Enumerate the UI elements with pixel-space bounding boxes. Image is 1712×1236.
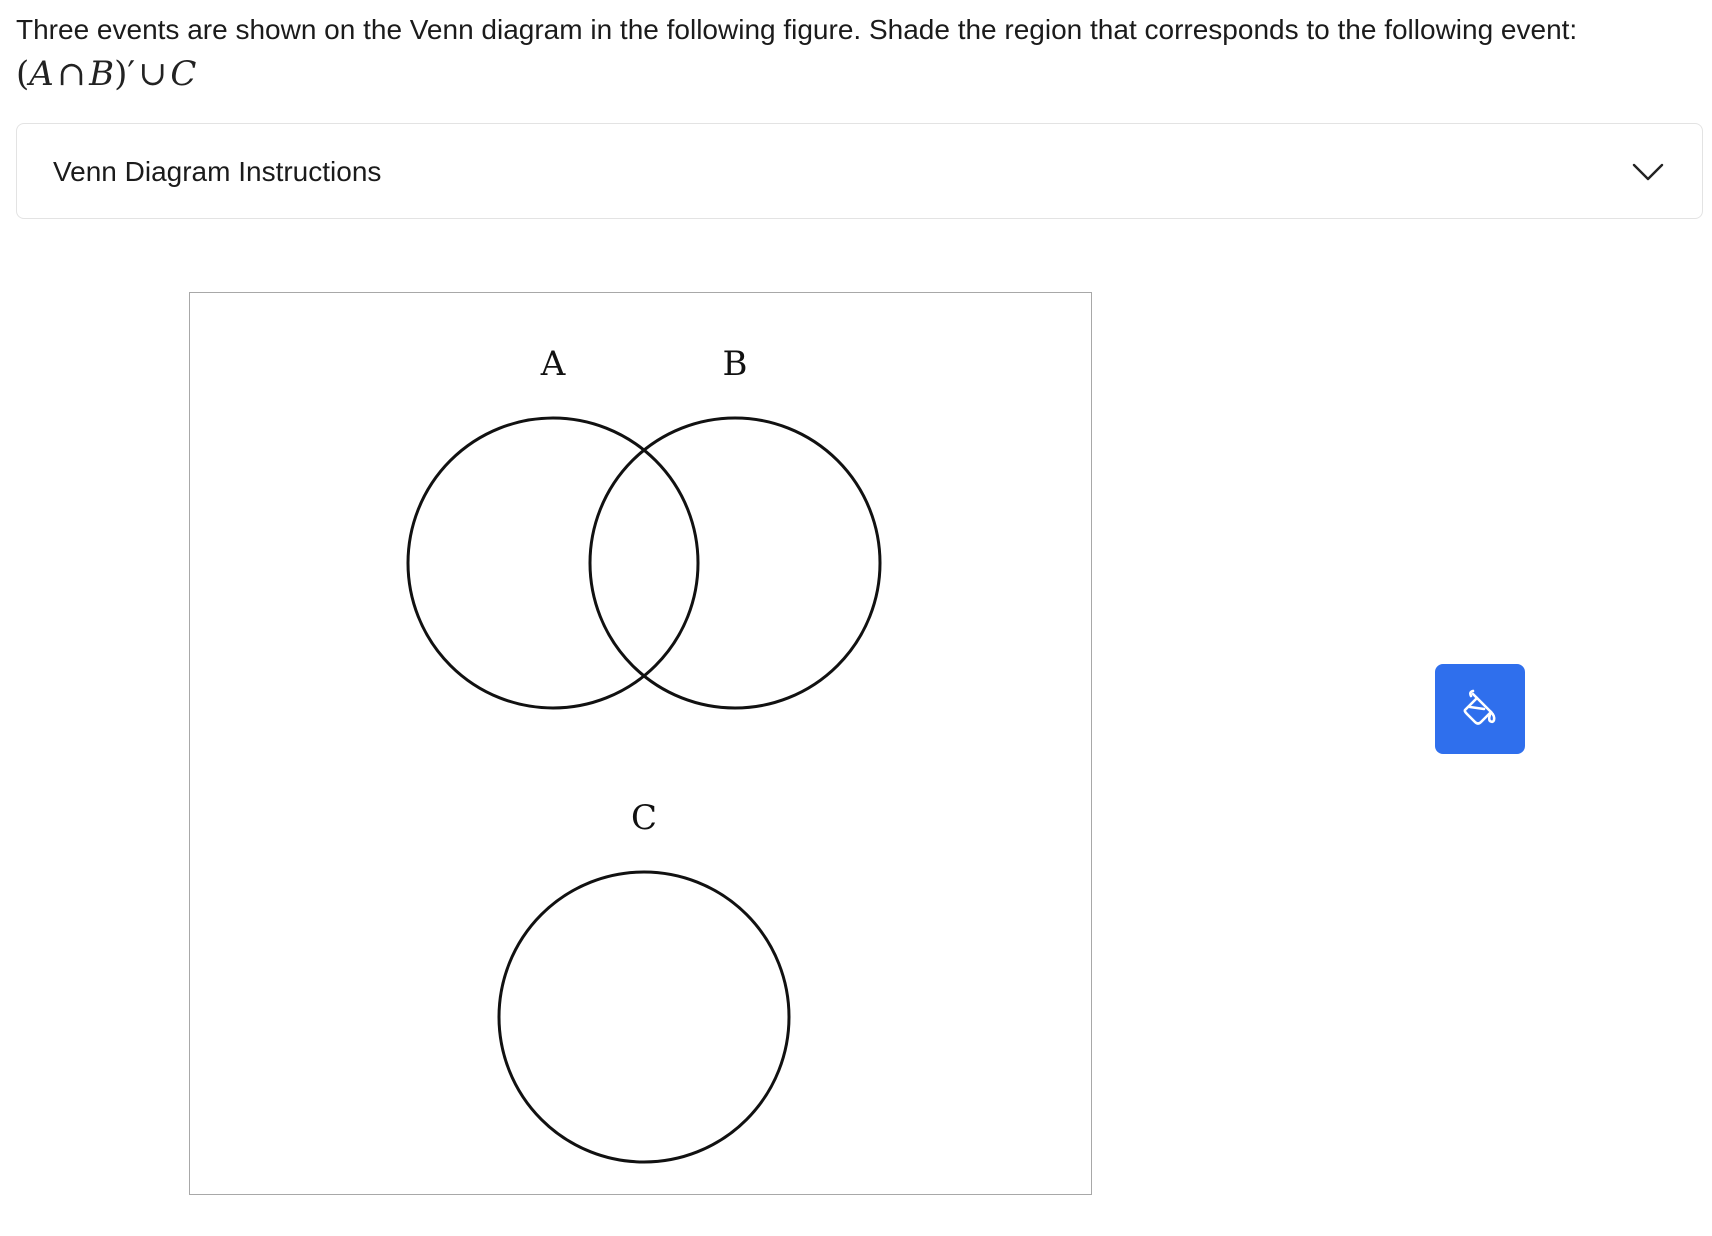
circle-c xyxy=(497,870,791,1164)
venn-diagram-svg[interactable]: A B C xyxy=(190,293,1091,1194)
venn-instructions-label: Venn Diagram Instructions xyxy=(53,156,382,187)
label-b: B xyxy=(723,344,748,384)
question-text: Three events are shown on the Venn diagr… xyxy=(16,14,1578,45)
shade-tool-button[interactable] xyxy=(1435,664,1525,754)
expr-close-prime: )′ xyxy=(114,54,136,94)
label-a: A xyxy=(540,344,566,384)
expr-open-paren: ( xyxy=(16,54,30,94)
circle-b xyxy=(588,416,882,710)
circle-a xyxy=(406,416,700,710)
venn-instructions-accordion[interactable]: Venn Diagram Instructions xyxy=(16,123,1703,219)
expr-set-b: B xyxy=(89,54,115,94)
event-expression: (A ∩ B)′ ∪ C xyxy=(16,52,196,96)
paint-bucket-icon xyxy=(1463,689,1496,725)
label-c: C xyxy=(631,798,657,838)
expr-set-c: C xyxy=(170,54,197,94)
chevron-down-icon[interactable] xyxy=(1630,154,1666,190)
venn-diagram-canvas[interactable]: A B C xyxy=(189,292,1092,1195)
expr-union: ∪ xyxy=(138,54,167,94)
expr-intersect: ∩ xyxy=(57,54,86,94)
expr-set-a: A xyxy=(29,54,54,94)
